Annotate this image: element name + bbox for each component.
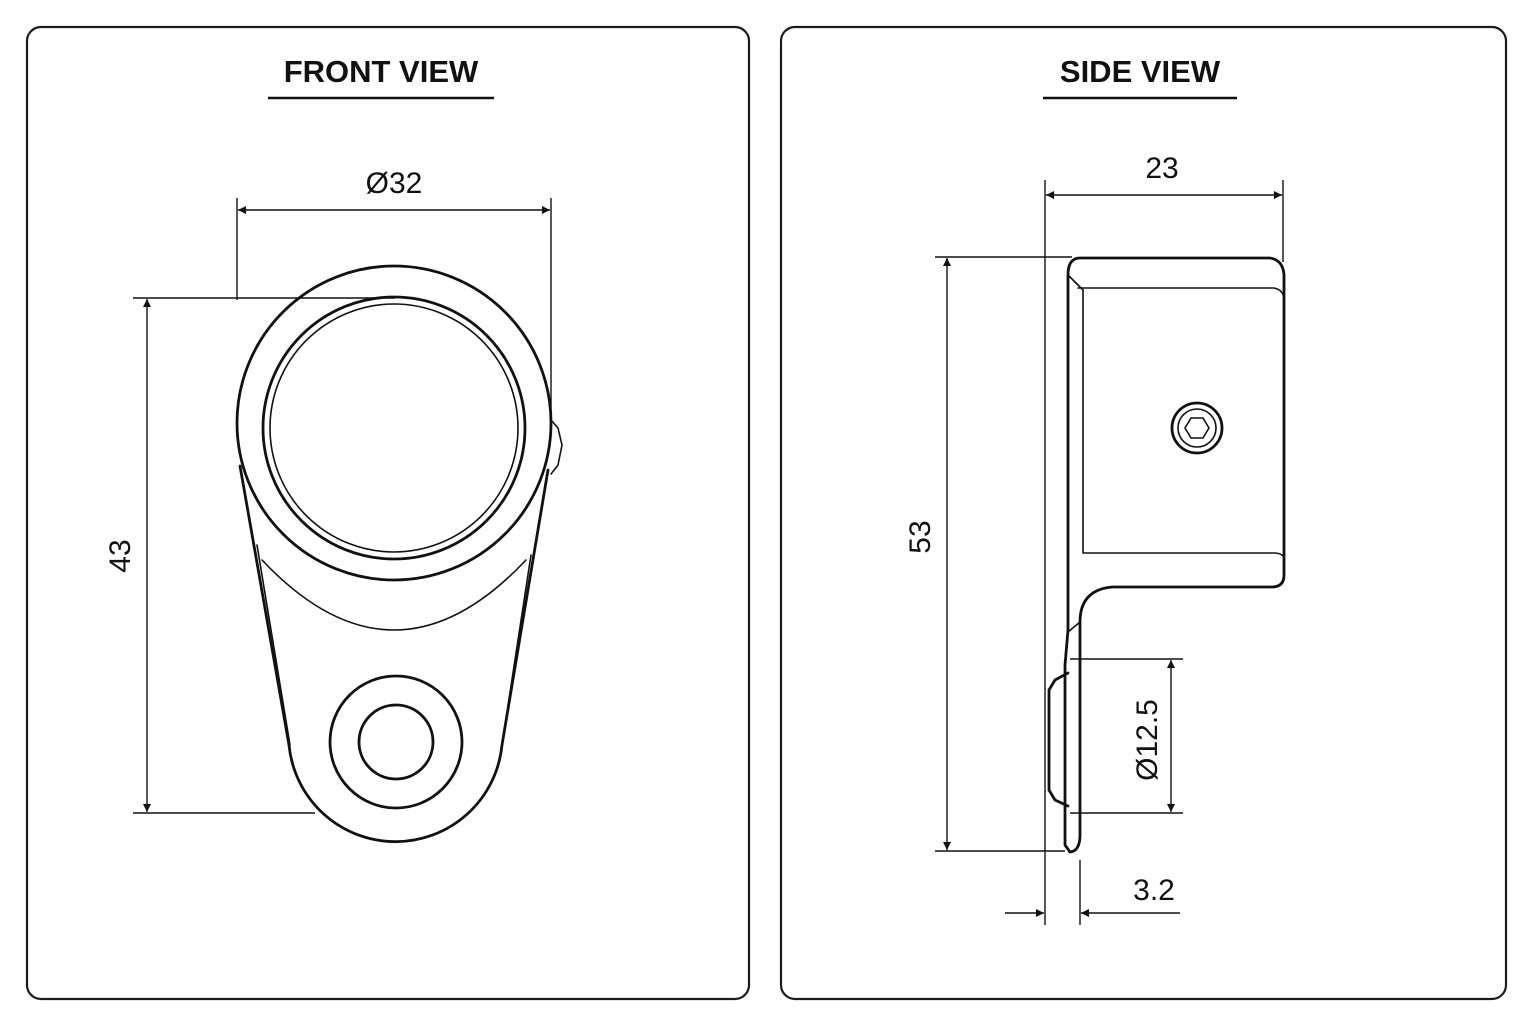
front-width-label: Ø32 [366,167,423,200]
set-screw-rim [1177,408,1217,448]
lower-hole [357,703,435,781]
side-width-dimension: 23 [1044,152,1284,925]
clamp-bore [261,295,527,561]
side-height-dimension: 53 [904,256,1072,852]
lower-boss [328,674,464,810]
front-view-title: FRONT VIEW [284,54,479,89]
arm-outline [238,464,550,843]
side-thickness-label: 3.2 [1133,874,1175,907]
side-hole-dimension: Ø12.5 [1070,658,1183,814]
clamp-bore-chamfer [269,303,519,553]
front-width-dimension: Ø32 [236,167,552,420]
lower-boss-profile [1047,671,1070,808]
side-thickness-dimension: 3.2 [1005,860,1180,925]
hex-socket-icon [1184,417,1210,439]
bend-detail [1067,621,1081,633]
side-view-part [1047,256,1286,854]
arm-blend-curve [261,559,527,631]
front-view-part [235,264,563,843]
block-inner-face [1082,289,1285,561]
side-view-frame [779,25,1508,1001]
arm-inner-left [256,544,291,746]
side-view-panel: SIDE VIEW 23 [779,25,1508,1001]
front-height-label: 43 [104,539,137,572]
front-height-dimension: 43 [104,297,395,814]
front-view-frame [25,25,751,1001]
set-screw-outer [1170,401,1224,455]
side-height-label: 53 [904,520,937,553]
side-view-title: SIDE VIEW [1060,54,1221,89]
block-corner-line [1067,274,1084,291]
arm-inner-right [501,554,532,746]
front-view-panel: FRONT VIEW Ø32 [25,25,751,1001]
side-bolt-head [550,419,563,475]
side-hole-label: Ø12.5 [1131,699,1164,781]
block-top-chamfer [1077,287,1285,301]
side-width-label: 23 [1145,152,1178,185]
clamp-ring-outer [235,264,553,582]
